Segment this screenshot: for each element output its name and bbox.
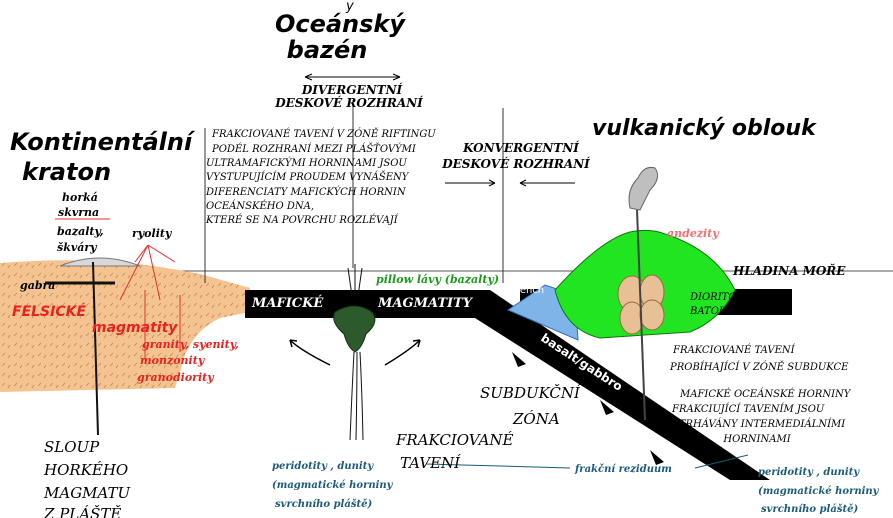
fractional-melting-line2: TAVENÍ [400, 454, 461, 472]
sea-level-label: HLADINA MOŘE [732, 263, 846, 278]
rhyolites-label: ryolity [132, 227, 173, 240]
divergent-label-line2: DESKOVÉ ROZHRANÍ [274, 95, 423, 110]
peridotites-right-line3: svrchního pláště) [761, 504, 858, 515]
hotspot-dome [59, 257, 141, 267]
continental-title-line1: Kontinentální [10, 128, 196, 156]
fractional-text-line: KTERÉ SE NA POVRCHU ROZLÉVAJÍ [205, 214, 399, 226]
divergent-arrows [304, 73, 401, 81]
continental-crust [0, 260, 250, 392]
peridotites-right-line1: peridotity , dunity [758, 467, 860, 478]
diorite-label-line1: DIORITOVÝ [689, 291, 752, 303]
granitoids-line2: monzonity [140, 354, 206, 367]
fractional-melting-line1: FRAKCIOVANÉ [395, 431, 514, 449]
ash-cloud [628, 167, 659, 211]
fractional-rifting-text: FRAKCIOVANÉ TAVENÍ V ZÓNĚ RIFTINGU PODÉL… [205, 128, 436, 226]
residue-leader-right [694, 454, 749, 469]
fractional-text-line: OCEÁNSKÉHO DNA, [206, 200, 314, 212]
rhyolite-feeders [119, 244, 181, 360]
mafic-oceanic-line1: MAFICKÉ OCEÁNSKÉ HORNINY [679, 388, 852, 400]
fractional-subduction-line1: FRAKCIOVANÉ TAVENÍ [672, 344, 796, 356]
peridotites-left-line2: (magmatické horniny [272, 480, 394, 491]
mafic-label-left: MAFICKÉ [251, 295, 324, 311]
top-fragment: y [345, 0, 354, 14]
mafic-oceanic-line3: STRHÁVÁNY INTERMEDIÁLNÍMI [672, 418, 846, 430]
gabbro-label: gabra [20, 279, 55, 292]
hotspot-line2: skvrna [58, 206, 99, 219]
peridotites-left-line1: peridotity , dunity [272, 461, 374, 472]
felsic-label-line1: FELSICKÉ [12, 303, 86, 320]
andesites-label: andezity [667, 227, 720, 240]
mafic-oceanic-line4: HORNINAMI [722, 434, 791, 445]
residue-leader-left [425, 463, 571, 469]
plume-label-line3: MAGMATU [43, 484, 132, 502]
convergent-label-line2: DESKOVÉ ROZHRANÍ [441, 156, 590, 171]
subduction-zone-line2: ZÓNA [512, 410, 560, 428]
fractional-text-line: ULTRAMAFICKÝMI HORNINAMI JSOU [206, 157, 407, 169]
residue-label: frakční reziduum [574, 464, 672, 475]
volcanic-arc-title: vulkanický oblouk [592, 116, 817, 141]
fractional-text-line: VYSTUPUJÍCÍM PROUDEM VYNÁŠENY [206, 171, 410, 183]
fractional-text-line: DIFERENCIATY MAFICKÝCH HORNIN [205, 186, 407, 198]
mafic-intrusion [333, 264, 376, 441]
plume-label-line1: SLOUP [44, 438, 100, 456]
mafic-label-right: MAGMATITY [377, 296, 474, 311]
fractional-subduction-line2: PROBÍHAJÍCÍ V ZÓNĚ SUBDUKCE [669, 361, 849, 373]
subduction-arrows [512, 352, 664, 465]
oceanic-plate [245, 290, 770, 480]
oceanic-basin-title-line1: Oceánský [275, 10, 406, 38]
plume-label-line4: Z PLÁŠTĚ [43, 505, 121, 518]
pillow-lavas-label: pillow lávy (bazalty) [376, 273, 499, 286]
hotspot-line1: horká [62, 191, 98, 204]
convergent-label-line1: KONVERGENTNÍ [462, 140, 579, 155]
volcanic-conduit [636, 209, 646, 421]
plume-label-line2: HORKÉHO [43, 461, 128, 479]
oceanic-basin-title-line2: bazén [287, 36, 368, 64]
granitoids-line3: granodiority [137, 371, 215, 384]
peridotites-right-line2: (magmatické horniny [758, 486, 880, 497]
mantle-plume-stem [92, 261, 99, 436]
mafic-oceanic-line2: FRAKCIUJÍCÍ TAVENÍM JSOU [671, 403, 825, 415]
trench-label: trench [512, 285, 544, 296]
fractional-text-line: FRAKCIOVANÉ TAVENÍ V ZÓNĚ RIFTINGU [211, 128, 436, 140]
convergent-arrows [445, 179, 575, 187]
hotspot-basalts-line2: škváry [57, 241, 98, 254]
granitoids-line1: granity, syenity, [142, 338, 239, 351]
hotspot-basalts-line1: bazalty, [57, 225, 104, 238]
felsic-label-line2: magmatity [92, 320, 178, 336]
subduction-zone-line1: SUBDUKČNÍ [480, 383, 581, 402]
continental-title-line2: kraton [22, 158, 111, 186]
divergent-label-line1: DIVERGENTNÍ [301, 82, 403, 97]
convection-arrows [289, 339, 421, 366]
diorite-label-line2: BATOLIT [689, 306, 737, 317]
peridotites-left-line3: svrchního pláště) [275, 499, 372, 510]
fractional-text-line: PODÉL ROZHRANÍ MEZI PLÁŠŤOVÝMI [211, 143, 417, 155]
